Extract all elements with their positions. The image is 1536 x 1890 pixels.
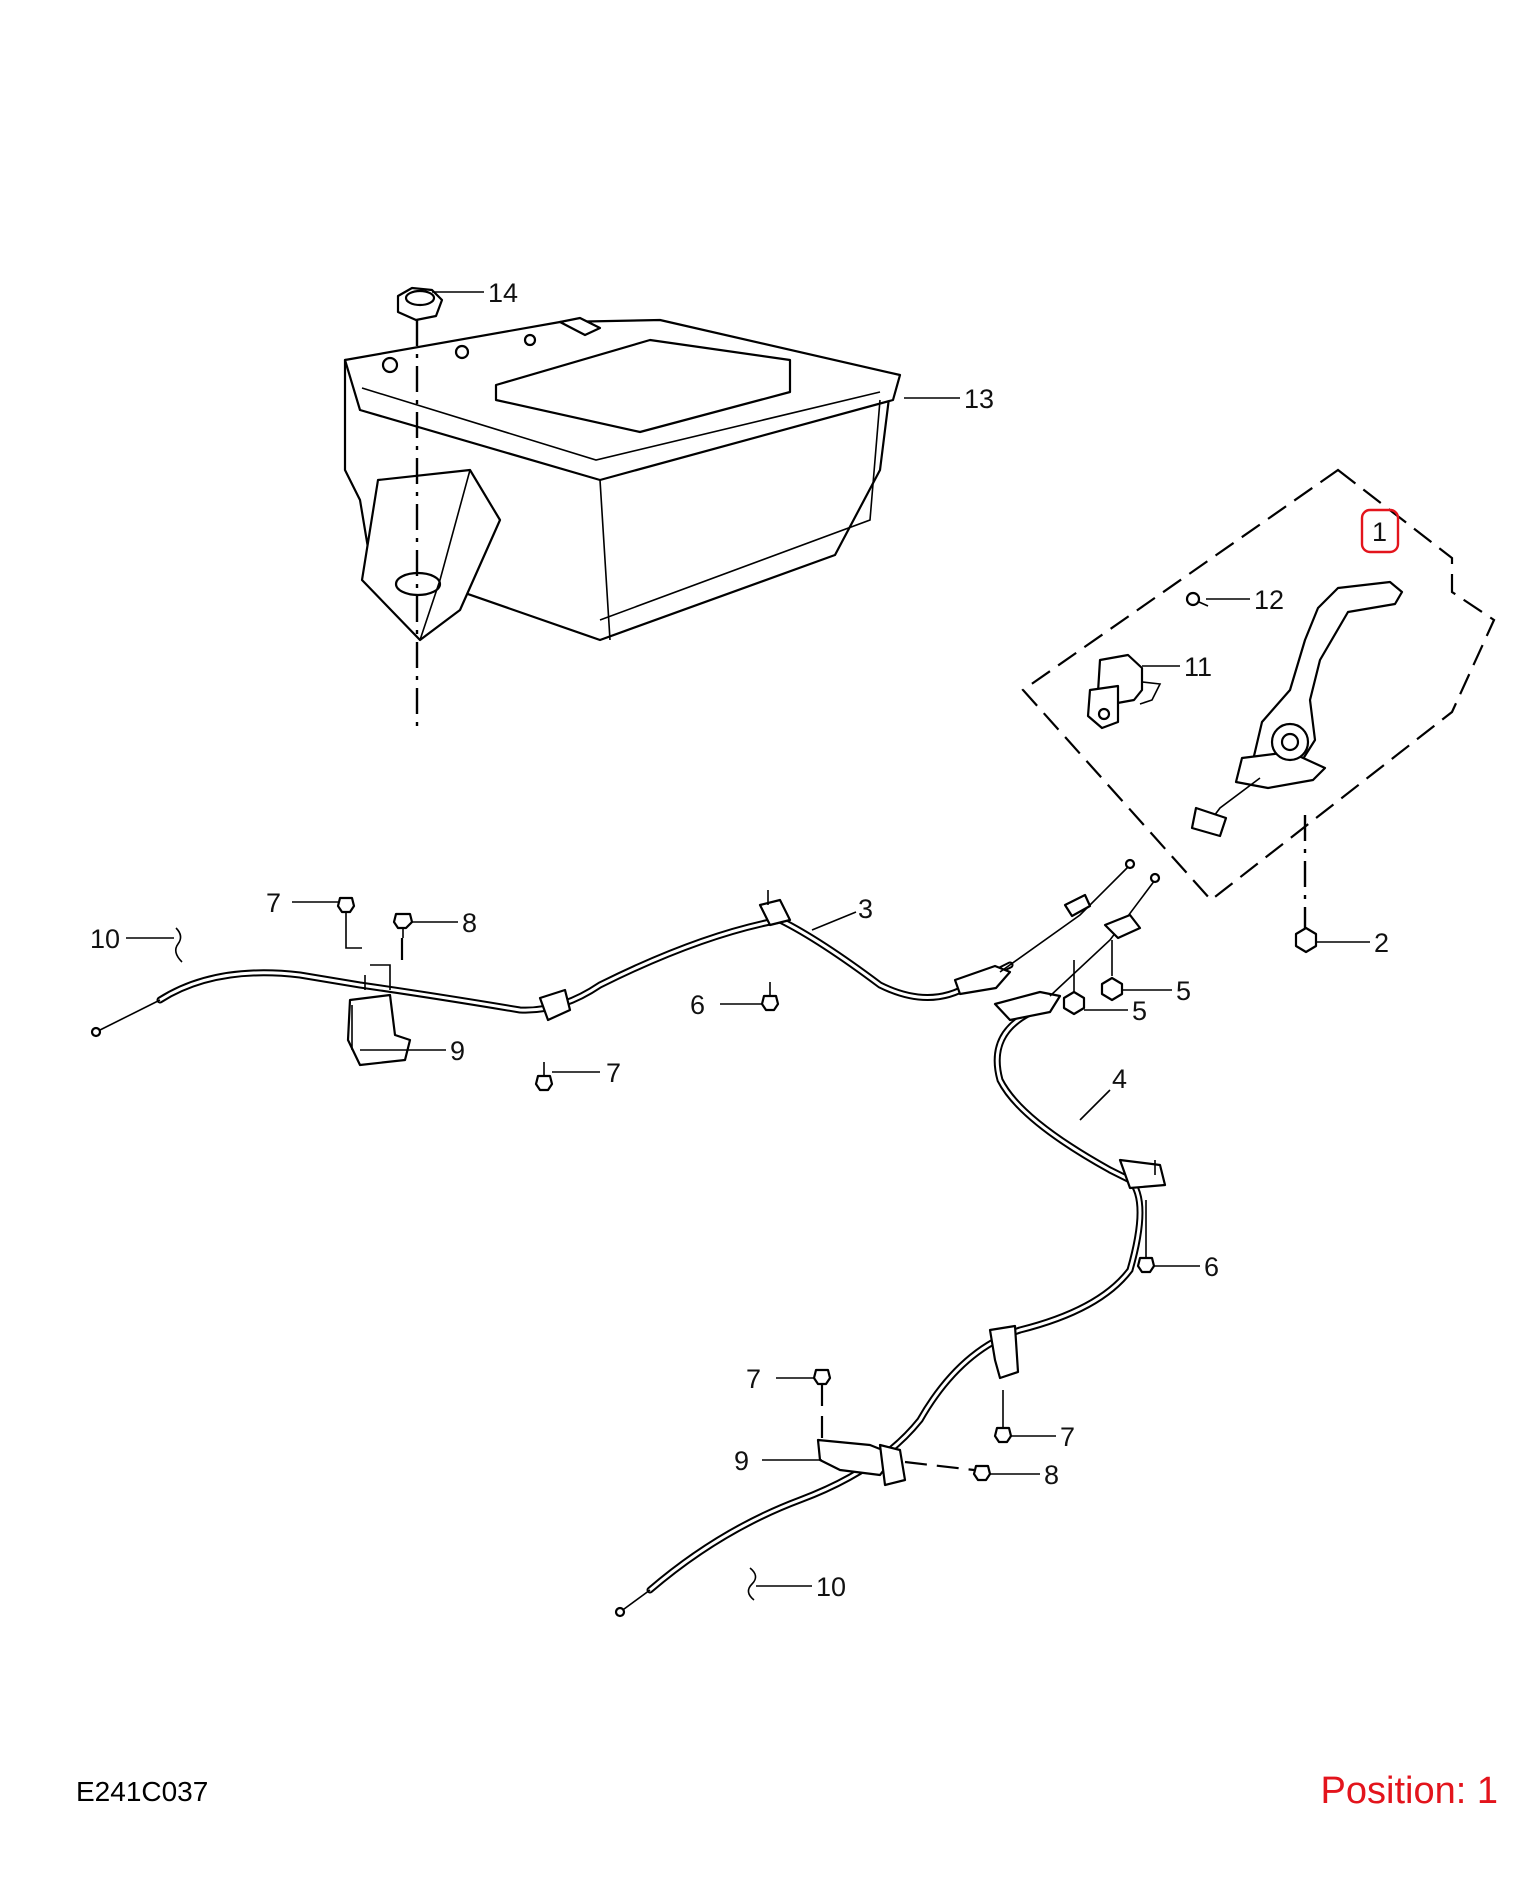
part-7-bolt <box>534 1062 554 1092</box>
part-5-nut <box>1062 960 1086 1016</box>
part-7-bolt <box>336 896 356 922</box>
part-6-bolt <box>760 982 780 1012</box>
cable-clip-bracket <box>538 988 572 1022</box>
part-10-wire-end <box>747 1567 757 1601</box>
callout-10-lower[interactable]: 10 <box>816 1572 846 1602</box>
callout-12[interactable]: 12 <box>1254 585 1284 615</box>
callout-6-left[interactable]: 6 <box>690 990 705 1020</box>
part-14-nut <box>396 286 444 322</box>
part-8-screw <box>904 1460 992 1482</box>
cable-clip-bracket <box>1118 1158 1167 1190</box>
callout-7-upper-left[interactable]: 7 <box>266 888 281 918</box>
callout-13[interactable]: 13 <box>964 384 994 414</box>
cable-clip-bracket <box>758 890 792 927</box>
callout-9-lower[interactable]: 9 <box>734 1446 749 1476</box>
cable-clip-bracket <box>988 1324 1020 1380</box>
callout-2[interactable]: 2 <box>1374 928 1389 958</box>
callout-8-upper[interactable]: 8 <box>462 908 477 938</box>
part-3-cable <box>90 858 1136 1038</box>
position-label: Position: 1 <box>1320 1770 1498 1812</box>
part-7-bolt <box>993 1390 1013 1444</box>
part-8-screw <box>392 912 414 938</box>
part-13-module-box <box>343 316 902 642</box>
highlight-box-callout-1 <box>1360 508 1400 554</box>
callout-1[interactable]: 1 <box>1372 517 1387 547</box>
callout-8-lower[interactable]: 8 <box>1044 1460 1059 1490</box>
diagram-code: E241C037 <box>76 1776 209 1807</box>
callout-11[interactable]: 11 <box>1184 652 1212 682</box>
part-11-switch <box>1086 653 1162 730</box>
part-5-nut <box>1100 940 1124 1002</box>
callout-7-lower-left[interactable]: 7 <box>746 1364 761 1394</box>
part-12-screw <box>1185 591 1209 607</box>
callout-14[interactable]: 14 <box>488 278 518 308</box>
callout-6-right[interactable]: 6 <box>1204 1252 1219 1282</box>
part-6-bolt <box>1136 1200 1156 1274</box>
assembly-boundary-1 <box>1021 468 1496 902</box>
equalizer-bracket <box>1103 913 1142 940</box>
parking-brake-lever <box>1190 580 1404 838</box>
callout-10-upper[interactable]: 10 <box>90 924 120 954</box>
callout-5-lower[interactable]: 5 <box>1132 996 1147 1026</box>
callout-5-upper[interactable]: 5 <box>1176 976 1191 1006</box>
callout-9-upper[interactable]: 9 <box>450 1036 465 1066</box>
leader-lines <box>126 291 1370 1587</box>
part-2-nut <box>1294 926 1318 954</box>
part-4-cable <box>614 872 1161 1618</box>
callout-3[interactable]: 3 <box>858 894 873 924</box>
callout-4[interactable]: 4 <box>1112 1064 1127 1094</box>
callout-7-mid-left[interactable]: 7 <box>606 1058 621 1088</box>
part-10-wire-end <box>174 927 183 963</box>
part-7-bolt <box>812 1368 832 1440</box>
callout-7-lower-right[interactable]: 7 <box>1060 1422 1075 1452</box>
callout-labels: 1 2 3 4 5 5 6 6 7 7 7 7 8 8 9 9 10 10 11… <box>90 278 1389 1602</box>
